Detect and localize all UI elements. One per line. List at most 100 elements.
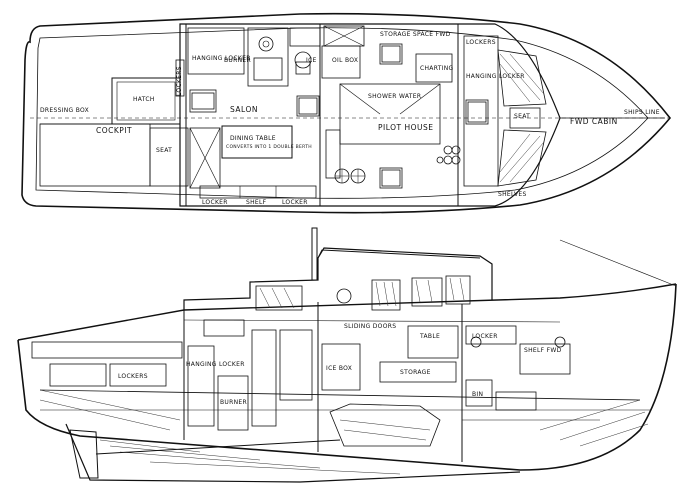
- salon-window-fwd: [296, 95, 320, 117]
- fwd-cabin-hanging-locker: [463, 35, 499, 187]
- cockpit-hatch-inner: [116, 81, 176, 121]
- label-cockpit: COCKPIT: [96, 126, 132, 135]
- pilot-window-1: [371, 279, 401, 311]
- label-locker-bottom2: LOCKER: [282, 199, 308, 206]
- label-ice-box: ICE BOX: [326, 365, 352, 372]
- galley-hanging-locker: [187, 27, 245, 75]
- forestay: [559, 239, 677, 287]
- label-ships-line: SHIPS LINE: [624, 109, 660, 116]
- fwd-seat: [509, 107, 541, 129]
- instrument-cluster: [436, 145, 461, 165]
- galley-shelves: [279, 329, 313, 401]
- settee-diag2: [189, 127, 221, 189]
- bilge-hatching: [39, 389, 649, 475]
- salon-window-aft-fill: [191, 92, 215, 110]
- galley-sink-drain: [262, 40, 270, 48]
- fwd-window-fill: [381, 45, 401, 63]
- label-burner: BURNER: [224, 57, 251, 64]
- salon-window-hatch: [259, 287, 295, 309]
- label-bin: BIN: [472, 391, 483, 398]
- fwd-cabin-window-fill: [467, 101, 487, 123]
- fwd-bin: [465, 379, 493, 407]
- label-table: TABLE: [419, 333, 440, 340]
- porthole-3: [554, 336, 566, 348]
- label-shelves: SHELVES: [498, 191, 527, 198]
- pilot-window-fill: [381, 169, 401, 187]
- dining-table: [221, 125, 293, 159]
- label-sliding-doors: SLIDING DOORS: [344, 323, 396, 330]
- label-dining-table: DINING TABLE: [230, 135, 276, 142]
- engine-hatch: [339, 419, 431, 441]
- galley-burner: [247, 27, 289, 87]
- plan-hull-outline: [21, 12, 672, 214]
- porthole-2: [470, 336, 482, 348]
- profile-sheer-line: [17, 283, 677, 341]
- engine: [329, 403, 441, 447]
- label-salon: SALON: [230, 105, 258, 114]
- pilot-house-table: [339, 83, 441, 145]
- plan-cabin-outline: [179, 23, 561, 207]
- helm-wheels: [334, 168, 366, 184]
- profile-view: LOCKERS HANGING LOCKER BURNER ICE BOX SL…: [17, 227, 677, 483]
- fwd-cabin-window: [465, 99, 489, 125]
- label-dining-sub: CONVERTS INTO 1 DOUBLE BERTH: [226, 144, 312, 150]
- fwd-shelf: [519, 343, 571, 375]
- profile-hull-outline: [17, 283, 677, 471]
- label-locker: LOCKER: [472, 333, 498, 340]
- pilot-table: [407, 325, 459, 359]
- galley-unit: [217, 375, 249, 431]
- label-dressing-box: DRESSING BOX: [40, 107, 89, 114]
- galley-sink: [258, 36, 274, 52]
- aft-lockers-2: [49, 363, 107, 387]
- label-hanging-locker: HANGING LOCKER: [192, 55, 251, 62]
- galley-shelf: [289, 27, 321, 47]
- fwd-window: [379, 43, 403, 65]
- galley-upper: [203, 319, 245, 337]
- galley-burner-inner: [253, 57, 283, 81]
- galley-box: [295, 61, 311, 75]
- storage-unit: [379, 361, 457, 383]
- label-hatch: HATCH: [133, 96, 155, 103]
- pilot-window-3: [445, 275, 471, 305]
- stern-lockers: [175, 59, 185, 97]
- label-lockers-stern: LOCKERS: [176, 66, 183, 96]
- label-shelf: SHELF: [246, 199, 267, 206]
- plan-view: DRESSING BOX COCKPIT HATCH SEAT LOCKERS …: [21, 12, 672, 214]
- label-shelf-fwd: SHELF FWD: [524, 347, 562, 354]
- cabin-shelf-line: [183, 319, 561, 323]
- porthole-1: [336, 288, 352, 304]
- prop-shaft: [95, 439, 341, 455]
- pilot-window-2: [411, 277, 443, 307]
- label-oil-box: OIL BOX: [332, 57, 358, 64]
- ice-box: [321, 343, 361, 391]
- pilot-seat-aft: [325, 129, 341, 179]
- window-curtain-hatch: [375, 277, 465, 307]
- label-storage-space: STORAGE SPACE FWD: [380, 31, 451, 38]
- label-shower-water: SHOWER WATER: [368, 93, 421, 100]
- label-charting: CHARTING: [420, 65, 454, 72]
- vberth-port: [497, 129, 547, 187]
- oil-box-top: [323, 25, 365, 47]
- label-fwd-cabin: FWD CABIN: [570, 117, 618, 126]
- keel: [65, 423, 521, 483]
- salon-lockers-bottom: [199, 185, 317, 199]
- pilot-house-table-diag1: [339, 83, 381, 115]
- cockpit-seat: [149, 127, 189, 187]
- cabin-sole: [39, 389, 641, 401]
- aft-lockers: [109, 363, 167, 387]
- salon-side-window: [255, 285, 303, 311]
- oil-box-top-diag2: [323, 25, 365, 47]
- rudder: [69, 429, 99, 479]
- label-storage: STORAGE: [400, 369, 431, 376]
- label-hanging-locker-profile: HANGING LOCKER: [186, 361, 245, 368]
- galley-cabinet: [251, 329, 277, 427]
- pilot-house-roof: [317, 249, 481, 259]
- cockpit-well: [39, 123, 151, 187]
- settee-aft: [189, 127, 221, 189]
- cabin-top: [183, 247, 493, 310]
- pilot-house-table-diag2: [399, 83, 441, 115]
- label-pilot-house: PILOT HOUSE: [378, 123, 434, 132]
- salon-window-aft: [189, 89, 217, 113]
- mast-stub: [311, 227, 318, 281]
